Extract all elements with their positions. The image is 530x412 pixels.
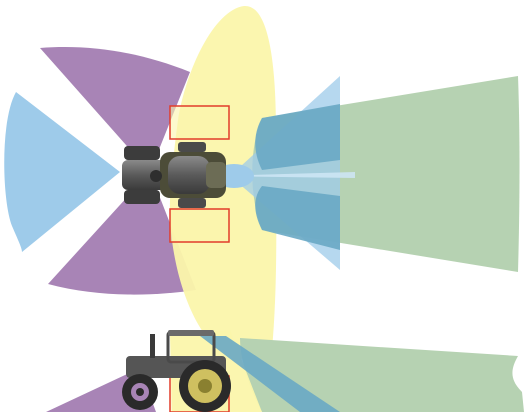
marker-box-upper <box>169 105 230 140</box>
side-sensor-zone <box>200 336 340 412</box>
side-zone-upper <box>40 47 190 172</box>
overlap-zone-lower <box>255 186 340 250</box>
tractor-icon <box>122 142 226 208</box>
top-view <box>4 5 520 360</box>
tractor-side-icon <box>122 330 231 412</box>
rear-sensor-zone <box>4 92 120 252</box>
side-view <box>46 330 524 412</box>
overlap-zone-upper <box>255 104 340 170</box>
marker-box-lower <box>169 208 230 243</box>
